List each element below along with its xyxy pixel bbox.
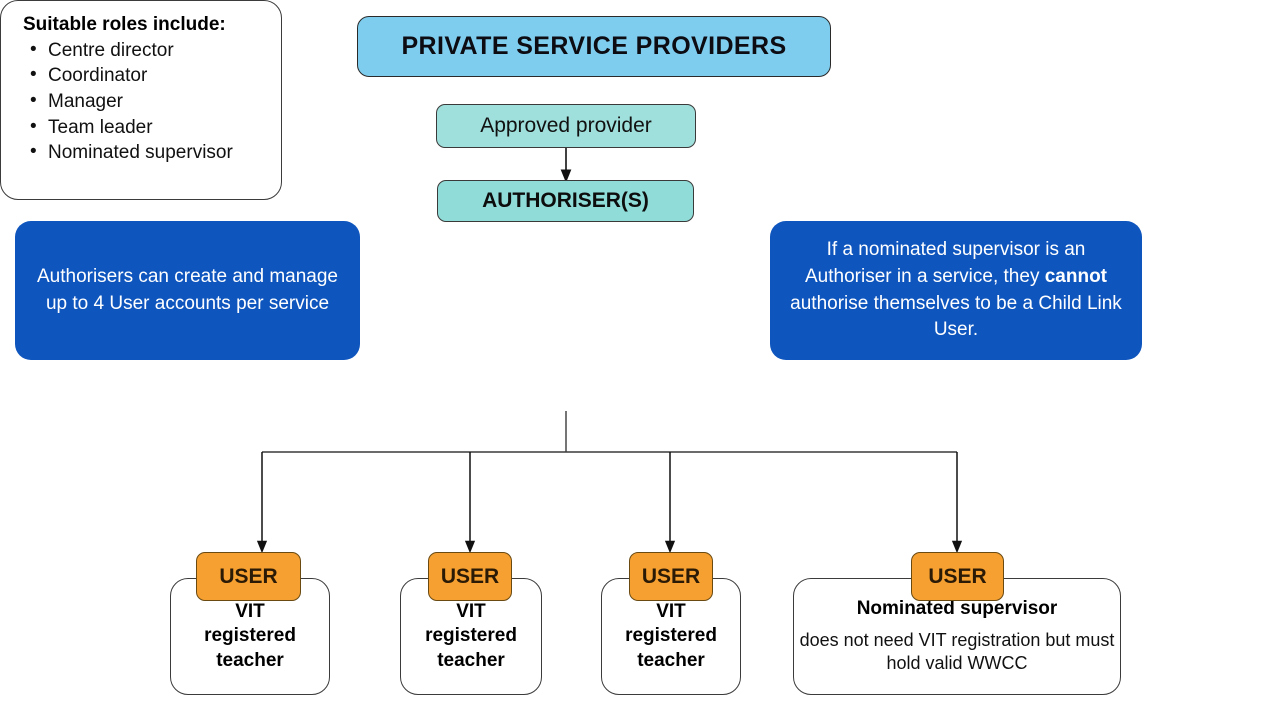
- bullet-icon: •: [30, 141, 37, 163]
- callout-right-text: If a nominated supervisor is an Authoris…: [786, 237, 1126, 345]
- list-item: • Manager: [29, 89, 281, 115]
- callout-right-emphasis: cannot: [1044, 265, 1107, 287]
- list-item: • Team leader: [29, 115, 281, 141]
- bullet-icon: •: [30, 64, 37, 86]
- card-user-4-title: Nominated supervisor: [856, 598, 1058, 620]
- chip-user-3: USER: [629, 552, 713, 601]
- chip-user-1: USER: [196, 552, 301, 601]
- card-user-4: Nominated supervisor does not need VIT r…: [793, 578, 1121, 695]
- bullet-icon: •: [30, 38, 37, 60]
- callout-authoriser-limit: Authorisers can create and manage up to …: [15, 221, 360, 360]
- bullet-icon: •: [30, 115, 37, 137]
- page-title: PRIVATE SERVICE PROVIDERS: [357, 16, 831, 77]
- card-user-4-subtitle: does not need VIT registration but must …: [799, 629, 1115, 674]
- callout-right-after: authorise themselves to be a Child Link …: [790, 292, 1122, 341]
- callout-nominated-supervisor-rule: If a nominated supervisor is an Authoris…: [770, 221, 1142, 360]
- node-approved-provider: Approved provider: [436, 104, 696, 148]
- role-label: Nominated supervisor: [48, 142, 233, 164]
- role-label: Coordinator: [48, 65, 148, 87]
- node-authoriser-header: AUTHORISER(S): [437, 180, 694, 222]
- roles-heading: Suitable roles include:: [23, 14, 226, 35]
- chip-user-2: USER: [428, 552, 512, 601]
- role-label: Manager: [48, 90, 123, 112]
- list-item: • Nominated supervisor: [29, 140, 281, 166]
- node-authoriser-roles: Suitable roles include: • Centre directo…: [0, 0, 282, 200]
- chip-user-4: USER: [911, 552, 1004, 601]
- callout-right-before: If a nominated supervisor is an Authoris…: [805, 238, 1086, 287]
- list-item: • Centre director: [29, 38, 281, 64]
- role-label: Team leader: [48, 116, 153, 138]
- bullet-icon: •: [30, 89, 37, 111]
- roles-list: • Centre director • Coordinator • Manage…: [1, 38, 281, 166]
- role-label: Centre director: [48, 39, 174, 61]
- list-item: • Coordinator: [29, 63, 281, 89]
